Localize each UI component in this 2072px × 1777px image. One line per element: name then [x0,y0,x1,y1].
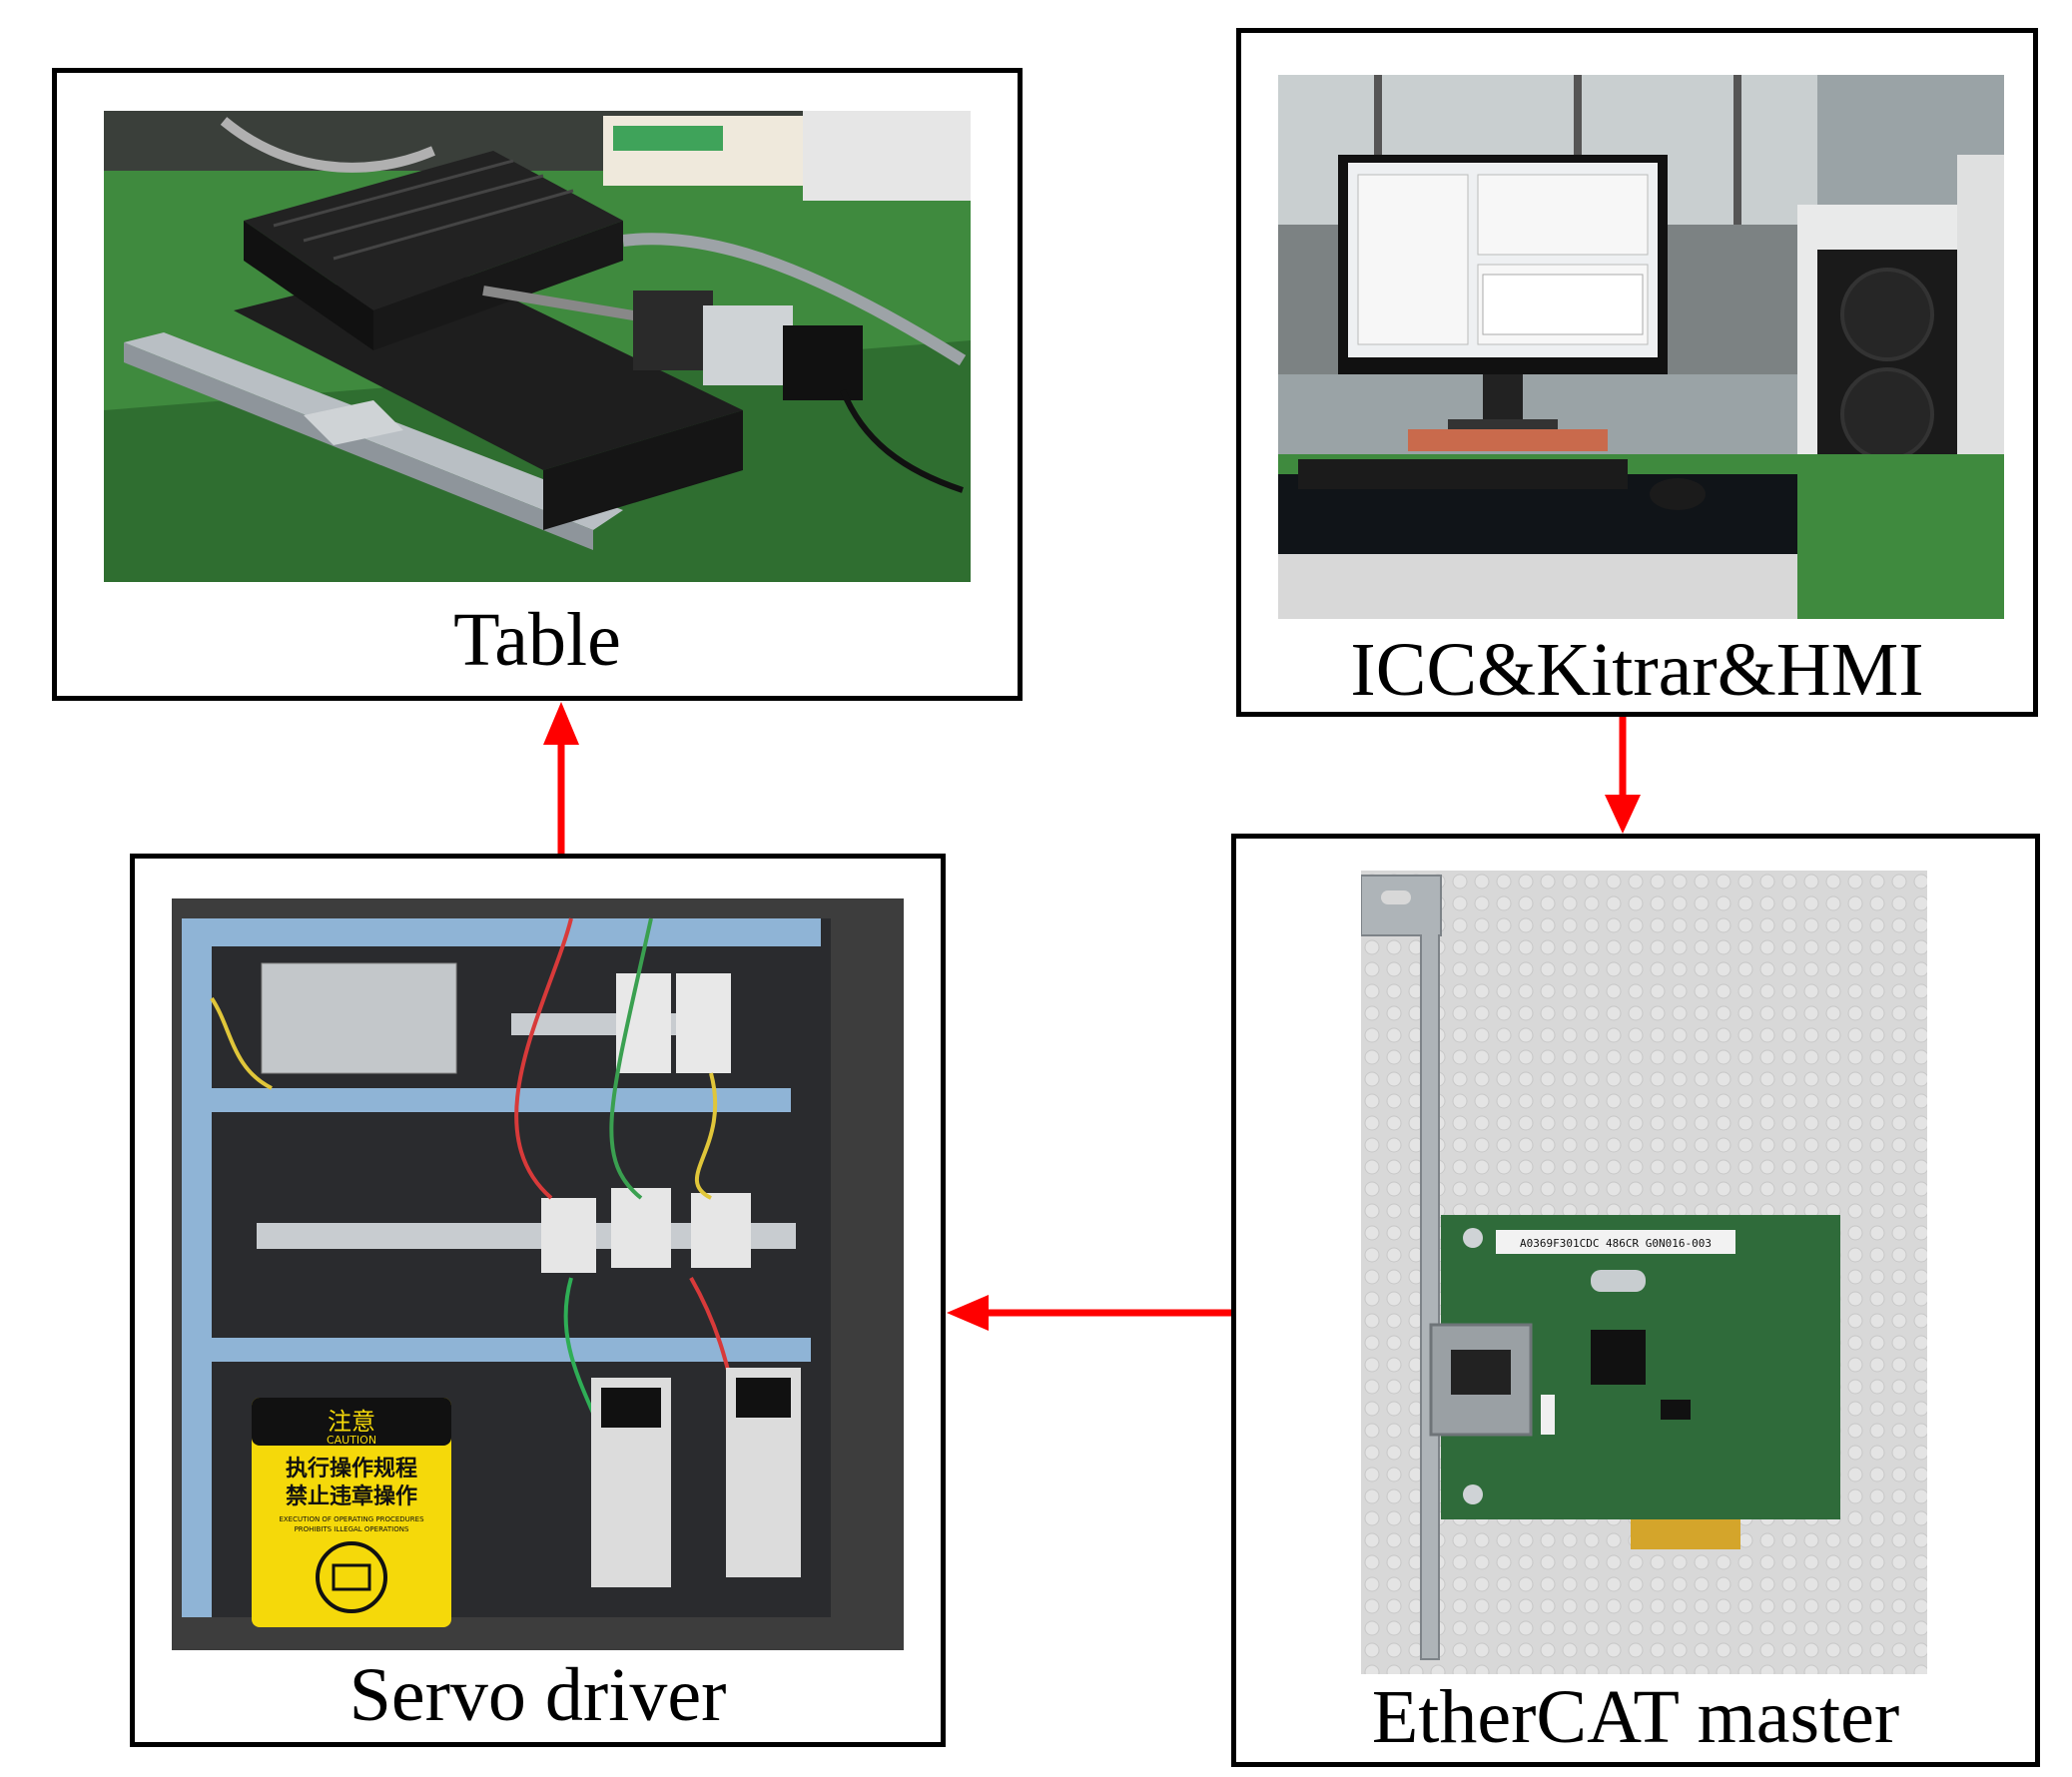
caution-title: 注意 [328,1408,375,1436]
network-card-photo: A0369F301CDC 486CR G0N016-003 [1361,871,1927,1674]
caution-line1: 执行操作规程 [286,1456,417,1481]
table-node: Table [52,68,1023,701]
caution-en: CAUTION [327,1434,376,1447]
table-caption: Table [453,598,621,682]
ethercat-caption: EtherCAT master [1371,1675,1900,1759]
caution-small2: PROHIBITS ILLEGAL OPERATIONS [295,1525,409,1533]
icc-node: ICC&Kitrar&HMI [1236,28,2038,717]
caution-small1: EXECUTION OF OPERATING PROCEDURES [279,1515,424,1523]
servo-caption: Servo driver [348,1653,727,1737]
arrow-icc-to-ethercat [1605,717,1641,834]
servo-node: 注意 CAUTION 执行操作规程 禁止违章操作 EXECUTION OF OP… [130,854,946,1747]
xy-table-photo [104,111,971,582]
ethercat-node: A0369F301CDC 486CR G0N016-003 EtherCAT m… [1231,834,2040,1767]
caution-line2: 禁止违章操作 [286,1483,417,1509]
arrow-ethercat-to-servo [947,1295,1231,1331]
control-cabinet-photo: 注意 CAUTION 执行操作规程 禁止违章操作 EXECUTION OF OP… [172,898,904,1650]
icc-caption: ICC&Kitrar&HMI [1350,628,1924,712]
arrow-servo-to-table [543,702,579,854]
workstation-photo [1278,75,2004,619]
card-barcode: A0369F301CDC 486CR G0N016-003 [1520,1237,1712,1250]
